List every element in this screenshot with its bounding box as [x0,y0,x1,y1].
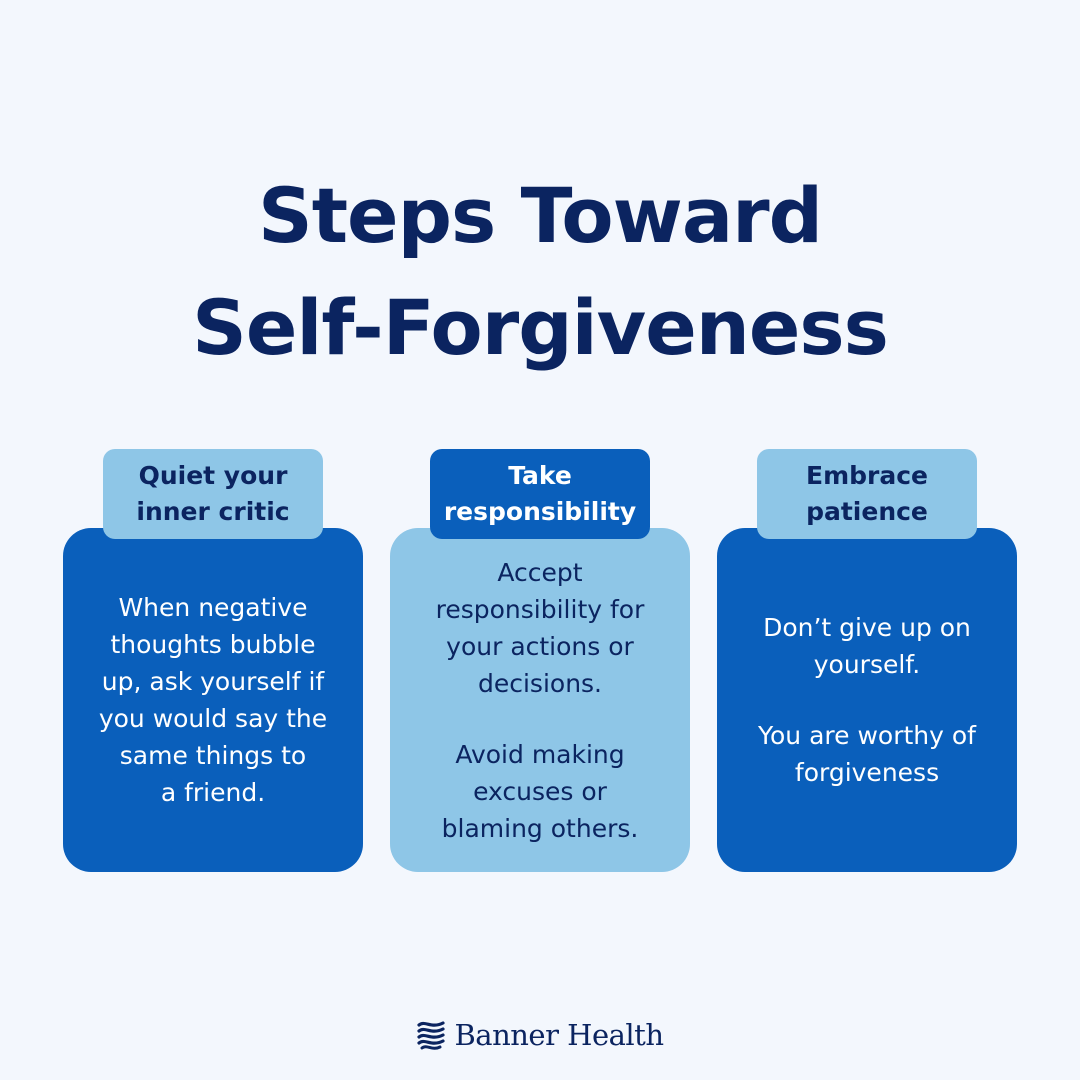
card-1-heading-tab: Quiet your inner critic [103,449,323,539]
page-title: Steps Toward Self-Forgiveness [0,160,1080,384]
title-line-2: Self-Forgiveness [192,283,889,372]
brand-name: Banner Health [454,1018,664,1052]
card-quiet-inner-critic: When negative thoughts bubble up, ask yo… [63,528,363,872]
card-embrace-patience: Don’t give up on yourself. You are worth… [717,528,1017,872]
banner-waves-icon [417,1021,446,1050]
card-take-responsibility: Accept responsibility for your actions o… [390,528,690,872]
banner-health-logo: Banner Health [0,1018,1080,1052]
card-3-paragraph-2: You are worthy of forgiveness [758,721,976,787]
card-3-paragraph-1: Don’t give up on yourself. [763,613,971,679]
card-2-paragraph-2: Avoid making excuses or blaming others. [441,739,639,843]
card-1-paragraph-1: When negative thoughts bubble up, ask yo… [98,593,328,807]
card-2-heading-tab: Take responsibility [430,449,650,539]
title-line-1: Steps Toward [257,171,823,260]
card-3-heading-tab: Embrace patience [757,449,977,539]
card-2-paragraph-1: Accept responsibility for your actions o… [435,557,645,698]
